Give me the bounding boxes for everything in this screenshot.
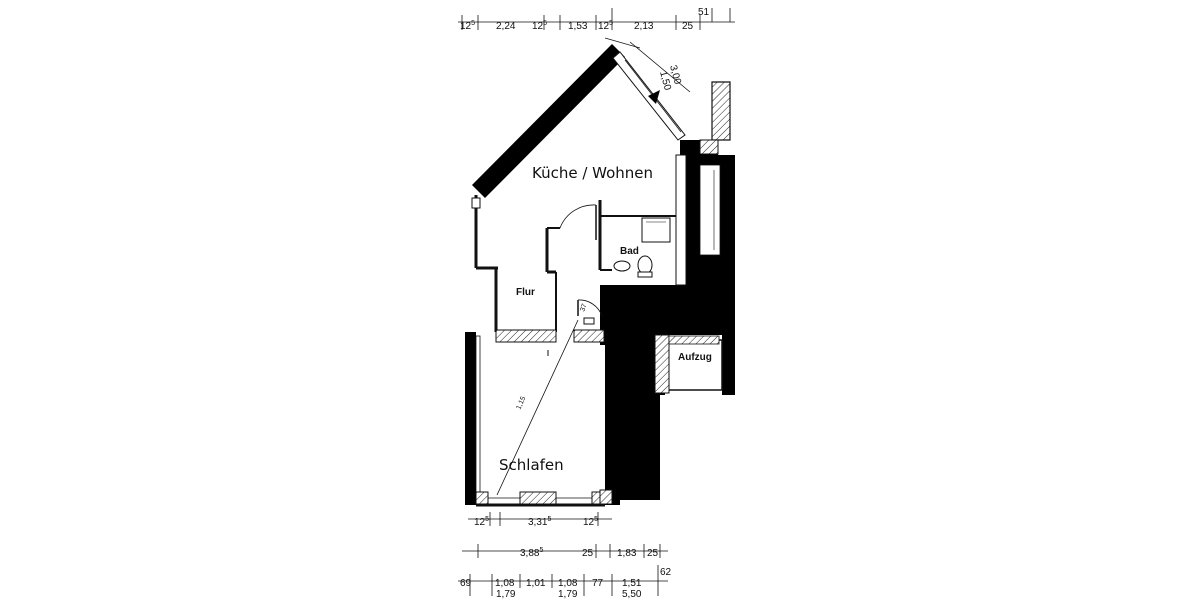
door-label-bedroom: 1,15 xyxy=(515,395,527,410)
dim-top-2: 2,24 xyxy=(496,21,516,32)
dim-bottom2-2: 1,08 xyxy=(495,578,515,589)
dim-bottom2-1: 69 xyxy=(460,578,472,589)
dim-bottom2-4: 1,08 xyxy=(558,578,578,589)
room-label-hall: Flur xyxy=(516,287,535,298)
dim-bottom2-total-3: 5,50 xyxy=(622,589,642,600)
dim-top-5: 125 xyxy=(598,20,613,32)
dim-top-4: 1,53 xyxy=(568,21,588,32)
dim-bottom2-0: 62 xyxy=(660,567,672,578)
dim-bottom2-6: 1,51 xyxy=(622,578,642,589)
room-label-kitchen-living: Küche / Wohnen xyxy=(532,164,653,182)
dim-bottom-2: 25 xyxy=(582,548,594,559)
room-label-elevator: Aufzug xyxy=(678,352,712,363)
top-dimension-line: 125 2,24 125 1,53 125 2,13 25 51 xyxy=(458,7,735,32)
dim-window-2: 1,50 xyxy=(657,70,673,92)
room-label-bedroom: Schlafen xyxy=(499,456,564,474)
walls xyxy=(465,44,735,507)
dim-bottom2-3: 1,01 xyxy=(526,578,546,589)
dim-window-1: 3,00 xyxy=(667,64,683,86)
dim-bottom2-total-1: 1,79 xyxy=(496,589,516,600)
door-label-hall: 37 xyxy=(579,303,588,313)
window-dimension: 3,00 1,50 xyxy=(604,37,691,93)
dim-top-7: 25 xyxy=(682,21,694,32)
dim-bottom-1: 3,885 xyxy=(520,547,543,559)
bedroom-dimension-line: 125 3,315 125 xyxy=(468,512,612,528)
dim-top-1: 125 xyxy=(460,20,475,32)
dim-bottom2-total-2: 1,79 xyxy=(558,589,578,600)
dim-bottom2-5: 77 xyxy=(592,578,604,589)
dim-bed-3: 125 xyxy=(583,516,598,528)
dim-top-3: 125 xyxy=(532,20,547,32)
dim-bottom-3: 1,83 xyxy=(617,548,637,559)
dim-bed-1: 125 xyxy=(474,516,489,528)
bottom-dimension-line-1: 3,885 25 1,83 25 xyxy=(462,544,668,559)
dim-top-8: 51 xyxy=(698,7,710,18)
dim-top-6: 2,13 xyxy=(634,21,654,32)
bottom-dimension-line-2: 62 69 1,08 1,01 1,08 77 1,51 1,79 1,79 5… xyxy=(458,565,672,600)
room-label-bath: Bad xyxy=(620,246,639,257)
dim-bottom-4: 25 xyxy=(647,548,659,559)
dim-bed-2: 3,315 xyxy=(528,516,551,528)
